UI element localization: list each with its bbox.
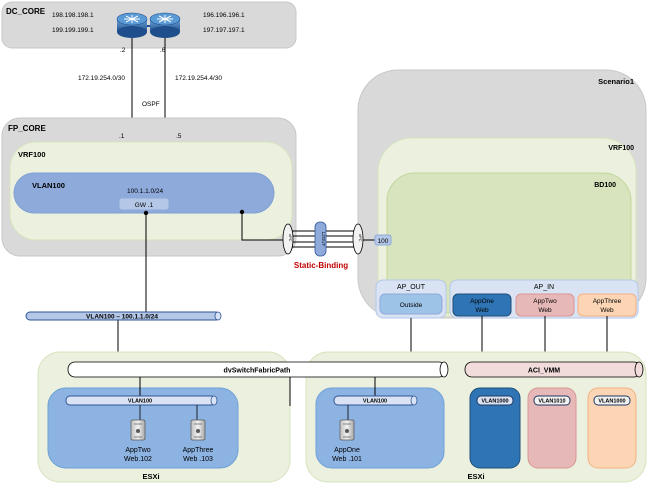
fp-core-port-left: .1 <box>119 133 125 140</box>
dc-core-port-left: .2 <box>120 47 126 54</box>
dc-core-ip-left-2: 199.199.199.1 <box>52 27 94 34</box>
vpc-left-icon <box>282 223 294 255</box>
dc-core-ip-left-1: 198.198.198.1 <box>52 12 94 19</box>
esxi-left-portgroup: VLAN100 <box>65 395 218 406</box>
esxi-left-vlan: VLAN100 <box>128 399 152 405</box>
fp-core-zone: FP_CORE .1 .5 VRF100 VLAN100 100.1.1.0/2… <box>1 117 297 257</box>
router-left-icon <box>116 12 148 38</box>
scenario-title: Scenario1 <box>598 77 634 86</box>
ap-in-title: AP_IN <box>534 284 554 291</box>
static-binding: vPC vPC L2OUT 100 Static-Binding <box>282 221 392 270</box>
esxi-right-portgroup: VLAN100 <box>333 395 418 406</box>
vpc-right-label: vPC <box>358 234 363 242</box>
epg-apptwo-label: AppTwo <box>533 298 557 305</box>
vm-appone-name: AppOne <box>334 447 360 454</box>
vm-appthree-ip: Web .103 <box>183 456 213 463</box>
aci-pg-appthree-label: VLAN1000 <box>598 399 625 405</box>
fp-core-title: FP_CORE <box>8 124 46 133</box>
vm-appthree-name: AppThree <box>183 447 214 454</box>
link-subnet-right: 172.19.254.4/30 <box>175 75 222 82</box>
static-binding-label: Static-Binding <box>294 261 348 270</box>
link-protocol: OSPF <box>142 101 160 108</box>
vm-apptwo-name: AppTwo <box>125 447 150 454</box>
dc-core-port-right: .6 <box>160 47 166 54</box>
fp-core-subnet: 100.1.1.0/24 <box>127 188 164 195</box>
vm-apptwo-ip: Web.102 <box>124 456 152 463</box>
vlan-bus-label: VLAN100 – 100.1.1.0/24 <box>86 314 158 321</box>
ap-out: AP_OUT Outside <box>375 279 447 319</box>
epg-appone-sub: Web <box>475 307 489 314</box>
aci-pg-apptwo-label: VLAN1010 <box>538 399 565 405</box>
fp-core-port-right: .5 <box>176 133 182 140</box>
scenario-bd: BD100 <box>594 182 616 189</box>
scenario-zone: Scenario1 VRF100 BD100 <box>357 69 647 319</box>
vlan-bus: VLAN100 – 100.1.1.0/24 <box>25 311 222 321</box>
dv-switch: dvSwitchFabricPath <box>67 361 449 378</box>
aci-vmm: ACI_VMM <box>464 361 644 378</box>
static-binding-encap: 100 <box>378 238 389 245</box>
vpc-right-icon <box>352 223 364 255</box>
dv-switch-label: dvSwitchFabricPath <box>224 368 291 375</box>
epg-apptwo-sub: Web <box>538 307 552 314</box>
aci-pg-apptwo: VLAN1010 <box>527 387 577 469</box>
vm-appone-ip: Web .101 <box>332 456 362 463</box>
esxi-left-title: ESXi <box>142 472 159 481</box>
vpc-left-label: vPC <box>288 234 293 242</box>
esxi-right-title: ESXi <box>467 472 484 481</box>
vm-appthree-icon <box>190 419 206 441</box>
static-binding-bundle: L2OUT <box>321 232 326 247</box>
scenario-vrf: VRF100 <box>608 145 634 152</box>
dc-core-ip-right-2: 197.197.197.1 <box>203 27 245 34</box>
esxi-right-vlan: VLAN100 <box>363 399 387 405</box>
dc-core-title: DC_CORE <box>6 7 46 16</box>
ap-out-title: AP_OUT <box>397 284 426 291</box>
router-right-icon <box>149 12 181 38</box>
vm-appone-icon <box>339 419 355 441</box>
link-subnet-left: 172.19.254.0/30 <box>78 75 125 82</box>
aci-pg-appone-label: VLAN1000 <box>481 399 508 405</box>
epg-appone-label: AppOne <box>470 298 494 305</box>
aci-vmm-label: ACI_VMM <box>528 368 560 375</box>
epg-appthree-label: AppThree <box>593 298 622 305</box>
ap-in: AP_IN AppOne Web AppTwo Web AppThree Web <box>449 279 639 319</box>
fp-core-gateway: GW .1 <box>135 202 154 209</box>
fp-core-vrf: VRF100 <box>18 150 46 159</box>
aci-pg-appone: VLAN1000 <box>469 387 521 469</box>
fp-core-vlan: VLAN100 <box>32 181 65 190</box>
epg-appthree-sub: Web <box>600 307 614 314</box>
dc-core-ip-right-1: 196.196.196.1 <box>203 12 245 19</box>
ap-out-epg: Outside <box>400 302 423 309</box>
aci-pg-appthree: VLAN1000 <box>587 387 637 469</box>
vm-apptwo-icon <box>130 419 146 441</box>
